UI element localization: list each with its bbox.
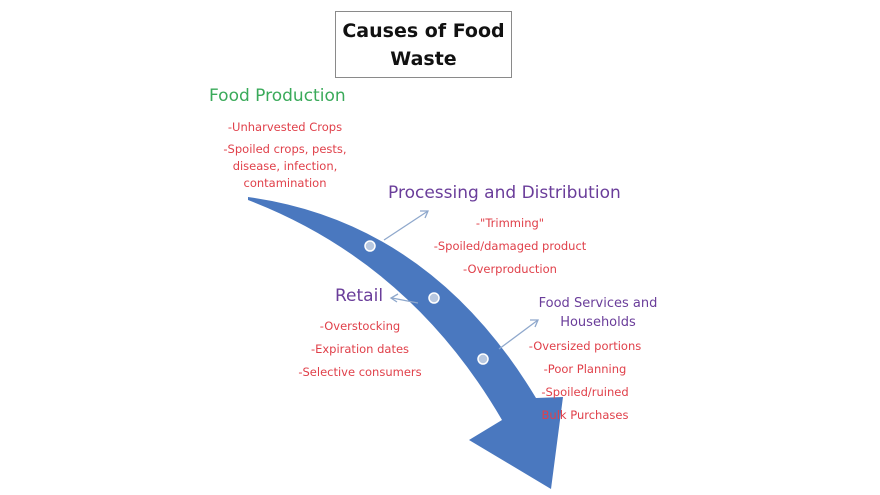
processing-list: -"Trimming" -Spoiled/damaged product -Ov… <box>420 215 600 278</box>
heading-line: Households <box>560 315 636 330</box>
connector-processing <box>383 210 429 241</box>
list-item: -Expiration dates <box>310 342 410 356</box>
heading-food-services-households: Food Services and Households <box>528 294 668 332</box>
connector-food-services-arrowhead <box>530 319 539 328</box>
heading-processing-distribution: Processing and Distribution <box>388 183 621 203</box>
list-item: disease, infection, <box>232 159 338 173</box>
heading-retail: Retail <box>335 286 384 306</box>
list-item: -Oversized portions <box>528 339 642 353</box>
list-item: -Overstocking <box>319 319 401 333</box>
list-item: -Spoiled crops, pests, <box>223 142 347 156</box>
list-item: contamination <box>243 176 327 190</box>
stage-marker-processing <box>364 240 376 252</box>
list-item: -"Trimming" <box>475 216 545 230</box>
heading-line: Food Services and <box>538 296 658 311</box>
connector-retail <box>391 297 419 304</box>
connector-retail-arrowhead <box>389 293 399 303</box>
stage-marker-retail <box>428 292 440 304</box>
diagram-title: Causes of Food Waste <box>335 11 512 78</box>
list-item: -Spoiled/damaged product <box>433 239 587 253</box>
connector-processing-arrowhead <box>420 210 429 219</box>
curved-flow-arrow <box>248 197 563 489</box>
food-production-list: -Unharvested Crops -Spoiled crops, pests… <box>210 119 360 192</box>
list-item: -Unharvested Crops <box>227 120 343 134</box>
connector-food-services <box>498 319 539 350</box>
list-item: Bulk Purchases <box>541 408 629 422</box>
food-services-list: -Oversized portions -Poor Planning -Spoi… <box>525 338 645 424</box>
heading-food-production: Food Production <box>209 86 346 106</box>
list-item: -Poor Planning <box>543 362 627 376</box>
list-item: -Selective consumers <box>298 365 422 379</box>
retail-list: -Overstocking -Expiration dates -Selecti… <box>285 318 435 381</box>
stage-marker-food-services <box>477 353 489 365</box>
list-item: -Overproduction <box>463 262 557 276</box>
list-item: -Spoiled/ruined <box>541 385 629 399</box>
